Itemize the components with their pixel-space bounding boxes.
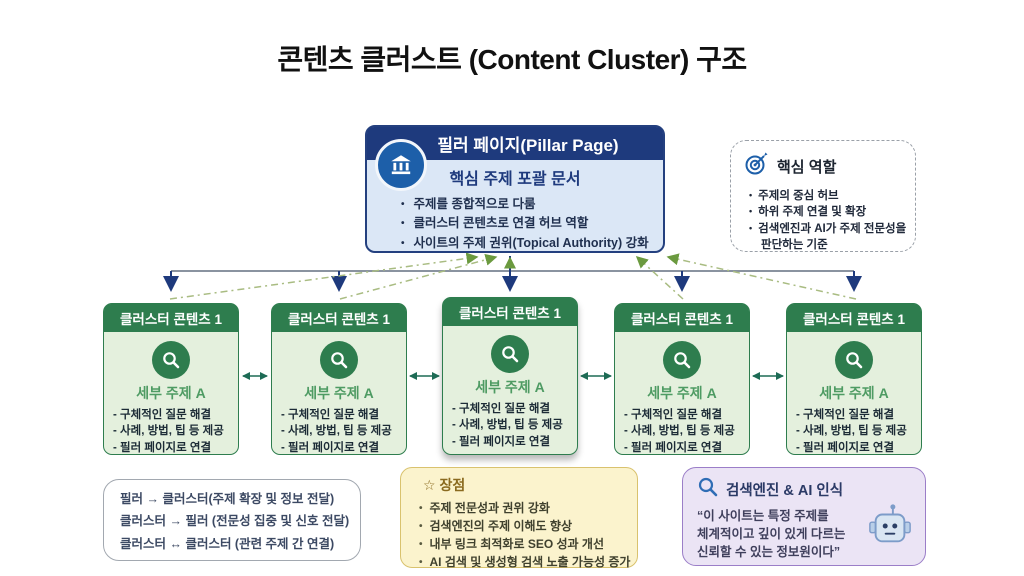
pillar-page-title: 필러 페이지(Pillar Page) [437, 136, 619, 155]
pillar-bullet: 주제를 종합적으로 다룸 [401, 195, 653, 214]
cluster-subtopic: 세부 주제 A [304, 385, 374, 401]
cluster-bullet: 필러 페이지로 연결 [796, 440, 917, 456]
pillar-bullet: 클러스터 콘텐츠로 연결 허브 역할 [401, 214, 653, 233]
link-rule-line: 클러스터 ↔ 클러스터 (관련 주제 간 연결) [120, 536, 335, 551]
cluster-bullet: 구체적인 질문 해결 [624, 407, 745, 423]
cluster-box-5: 클러스터 콘텐츠 1 세부 주제 A 구체적인 질문 해결 사례, 방법, 팁 … [786, 303, 922, 455]
magnifier-icon [152, 341, 190, 379]
cluster-box-4: 클러스터 콘텐츠 1 세부 주제 A 구체적인 질문 해결 사례, 방법, 팁 … [614, 303, 750, 455]
magnifier-icon [835, 341, 873, 379]
pillar-page-box: 필러 페이지(Pillar Page) 핵심 주제 포괄 문서 주제를 종합적으… [365, 125, 665, 253]
benefit-bullet: 검색엔진의 주제 이해도 향상 [419, 517, 631, 535]
cluster-bullet: 필러 페이지로 연결 [113, 440, 234, 456]
benefit-bullet: AI 검색 및 생성형 검색 노출 가능성 증가 [419, 553, 631, 571]
ai-recognition-title: 검색엔진 & AI 인식 [726, 482, 844, 499]
cluster-header: 클러스터 콘텐츠 1 [615, 304, 749, 332]
link-rules-box: 필러 → 클러스터(주제 확장 및 정보 전달) 클러스터 → 필러 (전문성 … [103, 479, 361, 561]
cluster-subtopic: 세부 주제 A [647, 385, 717, 401]
robot-icon [867, 502, 913, 555]
target-icon [743, 151, 769, 181]
ai-recognition-title-row: 검색엔진 & AI 인식 [697, 476, 915, 502]
cluster-subtopic: 세부 주제 A [819, 385, 889, 401]
benefits-bullet-list: 주제 전문성과 권위 강화 검색엔진의 주제 이해도 향상 내부 링크 최적화로… [415, 499, 631, 571]
ai-recognition-quote: “이 사이트는 특정 주제를 체계적이고 깊이 있게 다르는 신뢰할 수 있는 … [697, 509, 846, 560]
cluster-bullet: 필러 페이지로 연결 [624, 440, 745, 456]
cluster-bullet-list: 구체적인 질문 해결 사례, 방법, 팁 등 제공 필러 페이지로 연결 [272, 407, 406, 456]
cluster-box-2: 클러스터 콘텐츠 1 세부 주제 A 구체적인 질문 해결 사례, 방법, 팁 … [271, 303, 407, 455]
key-role-title: 핵심 역할 [777, 158, 837, 176]
cluster-header: 클러스터 콘텐츠 1 [272, 304, 406, 332]
cluster-header: 클러스터 콘텐츠 1 [443, 298, 577, 326]
page-title: 콘텐츠 클러스트 (Content Cluster) 구조 [277, 44, 747, 75]
cluster-header: 클러스터 콘텐츠 1 [104, 304, 238, 332]
benefit-bullet: 주제 전문성과 권위 강화 [419, 499, 631, 517]
key-role-title-row: 핵심 역할 [743, 151, 907, 181]
key-role-box: 핵심 역할 주제의 중심 허브 하위 주제 연결 및 확장 검색엔진과 AI가 … [730, 140, 916, 252]
cluster-bullet: 구체적인 질문 해결 [113, 407, 234, 423]
cluster-box-3: 클러스터 콘텐츠 1 세부 주제 A 구체적인 질문 해결 사례, 방법, 팁 … [442, 297, 578, 455]
cluster-bullet: 사례, 방법, 팁 등 제공 [452, 417, 573, 433]
key-role-bullet-list: 주제의 중심 허브 하위 주제 연결 및 확장 검색엔진과 AI가 주제 전문성… [743, 188, 907, 253]
benefits-box: ☆ 장점 주제 전문성과 권위 강화 검색엔진의 주제 이해도 향상 내부 링크… [400, 467, 638, 571]
key-role-bullet: 하위 주제 연결 및 확장 [749, 204, 907, 220]
benefits-title: ☆ 장점 [423, 477, 466, 493]
cluster-subtopic: 세부 주제 A [136, 385, 206, 401]
cluster-bullet-list: 구체적인 질문 해결 사례, 방법, 팁 등 제공 필러 페이지로 연결 [443, 401, 577, 450]
cluster-bullet: 사례, 방법, 팁 등 제공 [113, 423, 234, 439]
cluster-bullet-list: 구체적인 질문 해결 사례, 방법, 팁 등 제공 필러 페이지로 연결 [615, 407, 749, 456]
pillar-bullet: 사이트의 주제 권위(Topical Authority) 강화 [401, 234, 653, 253]
cluster-bullet: 구체적인 질문 해결 [281, 407, 402, 423]
cluster-bullet: 필러 페이지로 연결 [452, 434, 573, 450]
cluster-bullet-list: 구체적인 질문 해결 사례, 방법, 팁 등 제공 필러 페이지로 연결 [787, 407, 921, 456]
key-role-bullet: 주제의 중심 허브 [749, 188, 907, 204]
pillar-bullet-list: 주제를 종합적으로 다룸 클러스터 콘텐츠로 연결 허브 역할 사이트의 주제 … [367, 195, 663, 253]
link-rule-line: 필러 → 클러스터(주제 확장 및 정보 전달) [120, 492, 335, 506]
cluster-bullet: 사례, 방법, 팁 등 제공 [281, 423, 402, 439]
cluster-bullet: 구체적인 질문 해결 [452, 401, 573, 417]
key-role-bullet: 검색엔진과 AI가 주제 전문성을 판단하는 기준 [749, 221, 907, 254]
cluster-header: 클러스터 콘텐츠 1 [787, 304, 921, 332]
benefit-bullet: 내부 링크 최적화로 SEO 성과 개선 [419, 535, 631, 553]
link-rule-line: 클러스터 → 필러 (전문성 집중 및 신호 전달) [120, 514, 350, 529]
magnifier-icon [320, 341, 358, 379]
cluster-bullet-list: 구체적인 질문 해결 사례, 방법, 팁 등 제공 필러 페이지로 연결 [104, 407, 238, 456]
cluster-bullet: 구체적인 질문 해결 [796, 407, 917, 423]
search-icon [697, 476, 719, 502]
magnifier-icon [663, 341, 701, 379]
cluster-subtopic: 세부 주제 A [475, 379, 545, 395]
pillar-subtitle: 핵심 주제 포괄 문서 [449, 171, 581, 188]
bank-icon [375, 139, 427, 191]
cluster-box-1: 클러스터 콘텐츠 1 세부 주제 A 구체적인 질문 해결 사례, 방법, 팁 … [103, 303, 239, 455]
cluster-bullet: 필러 페이지로 연결 [281, 440, 402, 456]
ai-recognition-box: 검색엔진 & AI 인식 “이 사이트는 특정 주제를 체계적이고 깊이 있게 … [682, 467, 926, 566]
magnifier-icon [491, 335, 529, 373]
cluster-bullet: 사례, 방법, 팁 등 제공 [796, 423, 917, 439]
cluster-bullet: 사례, 방법, 팁 등 제공 [624, 423, 745, 439]
